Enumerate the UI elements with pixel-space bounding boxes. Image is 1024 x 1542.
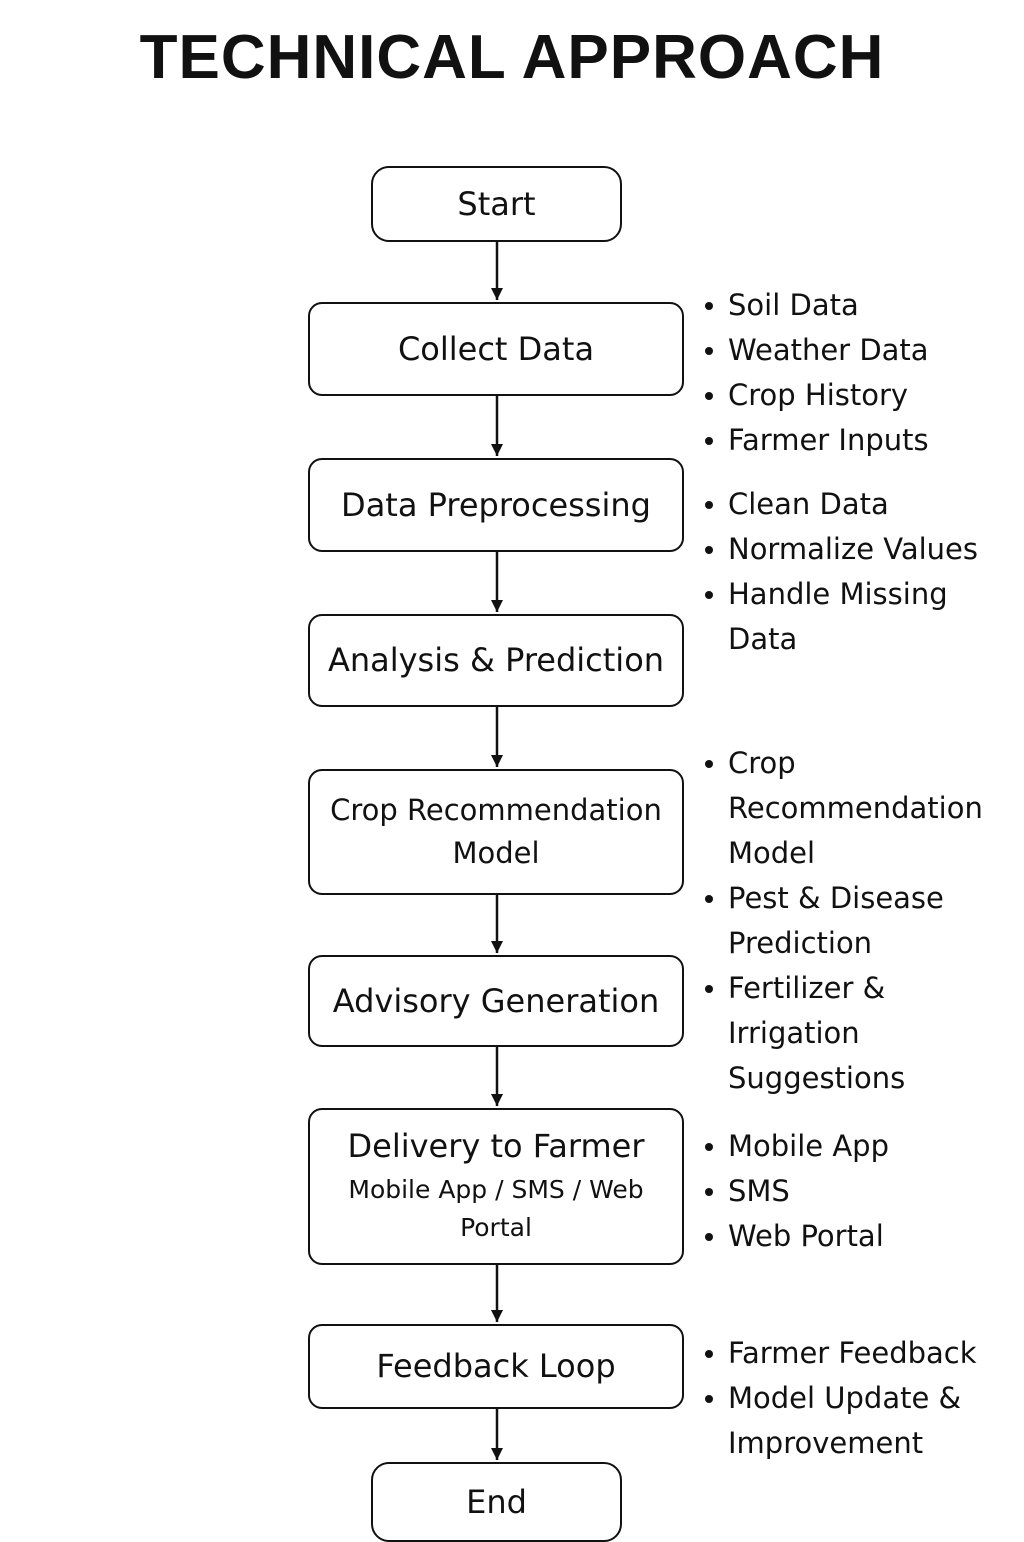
note-item: Crop History [702,373,929,418]
note-item: Model Update & [702,1376,977,1421]
note-continuation: Recommendation [728,791,983,825]
collect-data-label: Collect Data [397,329,595,368]
preprocessing-notes: Clean Data Normalize Values Handle Missi… [702,482,978,662]
crop-recommendation-node: Crop Recommendation Model [308,769,684,895]
note-item: Farmer Feedback [702,1331,977,1376]
note-item: Normalize Values [702,527,978,572]
delivery-sublabel-line2: Portal [460,1212,532,1242]
note-item: SMS [702,1169,889,1214]
crop-recommendation-label-line1: Crop Recommendation [330,793,662,828]
crop-recommendation-label-line2: Model [452,836,540,870]
note-continuation: Irrigation [728,1016,860,1050]
note-item: Pest & Disease [702,876,983,921]
note-item: Web Portal [702,1214,889,1259]
collect-data-notes: Soil Data Weather Data Crop History Farm… [702,283,929,463]
collect-data-node: Collect Data [308,302,684,396]
advisory-generation-node: Advisory Generation [308,955,684,1047]
note-item: Soil Data [702,283,929,328]
note-item: Handle Missing [702,572,978,617]
feedback-loop-label: Feedback Loop [376,1347,616,1386]
note-item: Clean Data [702,482,978,527]
note-item: Crop [702,741,983,786]
note-continuation: Improvement [728,1426,924,1460]
note-item: Fertilizer & [702,966,983,1011]
note-continuation: Data [728,622,798,656]
start-node-label: Start [457,184,536,223]
note-item: Weather Data [702,328,929,373]
analysis-prediction-node: Analysis & Prediction [308,614,684,707]
delivery-sublabel-line1: Mobile App / SMS / Web [348,1175,644,1205]
note-continuation: Prediction [728,926,873,960]
note-item: Mobile App [702,1124,889,1169]
advisory-generation-label: Advisory Generation [332,981,660,1020]
model-notes: Crop Recommendation Model Pest & Disease… [702,741,983,1101]
note-continuation: Model [728,836,816,870]
end-node-label: End [466,1482,527,1521]
start-node: Start [371,166,622,242]
delivery-notes: Mobile App SMS Web Portal [702,1124,889,1259]
analysis-prediction-label: Analysis & Prediction [327,641,665,680]
note-item: Farmer Inputs [702,418,929,463]
delivery-label: Delivery to Farmer [347,1126,645,1165]
note-continuation: Suggestions [728,1061,906,1095]
data-preprocessing-node: Data Preprocessing [308,458,684,552]
delivery-node: Delivery to Farmer Mobile App / SMS / We… [308,1108,684,1265]
feedback-notes: Farmer Feedback Model Update & Improveme… [702,1331,977,1466]
diagram-title: TECHNICAL APPROACH [139,23,885,92]
data-preprocessing-label: Data Preprocessing [341,485,651,524]
feedback-loop-node: Feedback Loop [308,1324,684,1409]
end-node: End [371,1462,622,1542]
